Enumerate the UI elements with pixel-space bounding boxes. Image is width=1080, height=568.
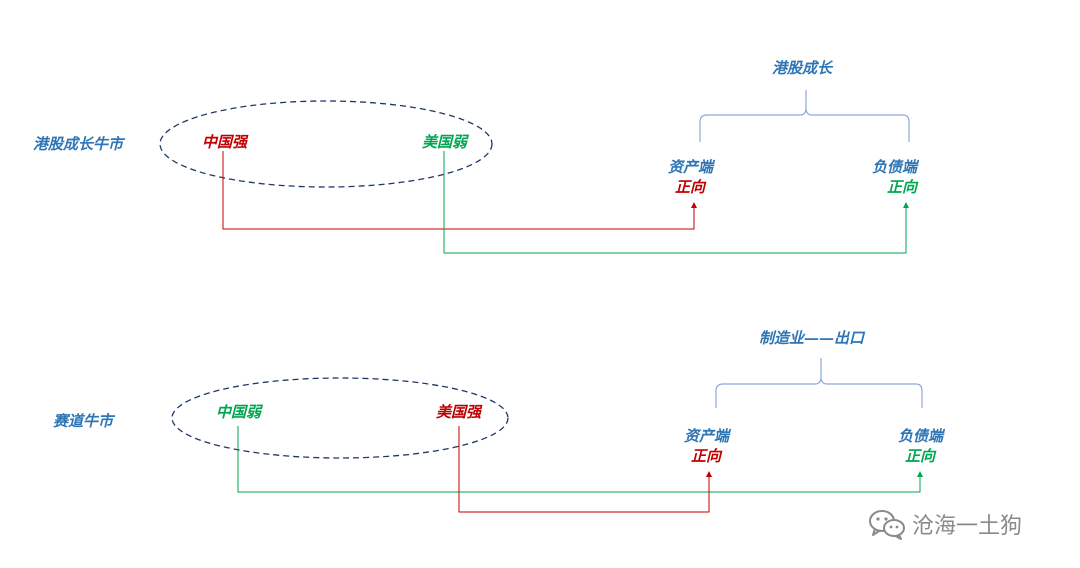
- bottom-right-factor: 美国强: [436, 403, 482, 421]
- top-liability-direction: 正向: [887, 178, 918, 196]
- bottom-title: 赛道牛市: [53, 412, 114, 430]
- top-liability-label: 负债端: [872, 158, 918, 176]
- top-bracket: [699, 90, 910, 142]
- wechat-icon: [869, 510, 905, 540]
- bottom-liability-label: 负债端: [898, 427, 944, 445]
- bottom-green-connector: [237, 426, 923, 493]
- top-dashed-ellipse: [159, 100, 493, 188]
- top-bracket-label: 港股成长: [772, 59, 833, 77]
- top-green-connector: [443, 151, 909, 254]
- bottom-dashed-ellipse: [171, 377, 509, 459]
- bottom-liability-direction: 正向: [905, 447, 936, 465]
- bottom-left-factor: 中国弱: [216, 403, 262, 421]
- watermark-text: 沧海一土狗: [912, 514, 1023, 539]
- bottom-bracket: [715, 358, 923, 408]
- top-left-factor: 中国强: [202, 133, 248, 151]
- bottom-asset-label: 资产端: [684, 427, 730, 445]
- top-red-connector: [222, 151, 697, 230]
- bottom-asset-direction: 正向: [691, 447, 722, 465]
- top-right-factor: 美国弱: [422, 133, 468, 151]
- bottom-red-connector: [458, 426, 712, 513]
- top-asset-label: 资产端: [668, 158, 714, 176]
- bottom-bracket-label: 制造业——出口: [759, 329, 865, 347]
- watermark: 沧海一土狗: [868, 508, 1022, 540]
- top-title: 港股成长牛市: [33, 135, 124, 153]
- top-asset-direction: 正向: [675, 178, 706, 196]
